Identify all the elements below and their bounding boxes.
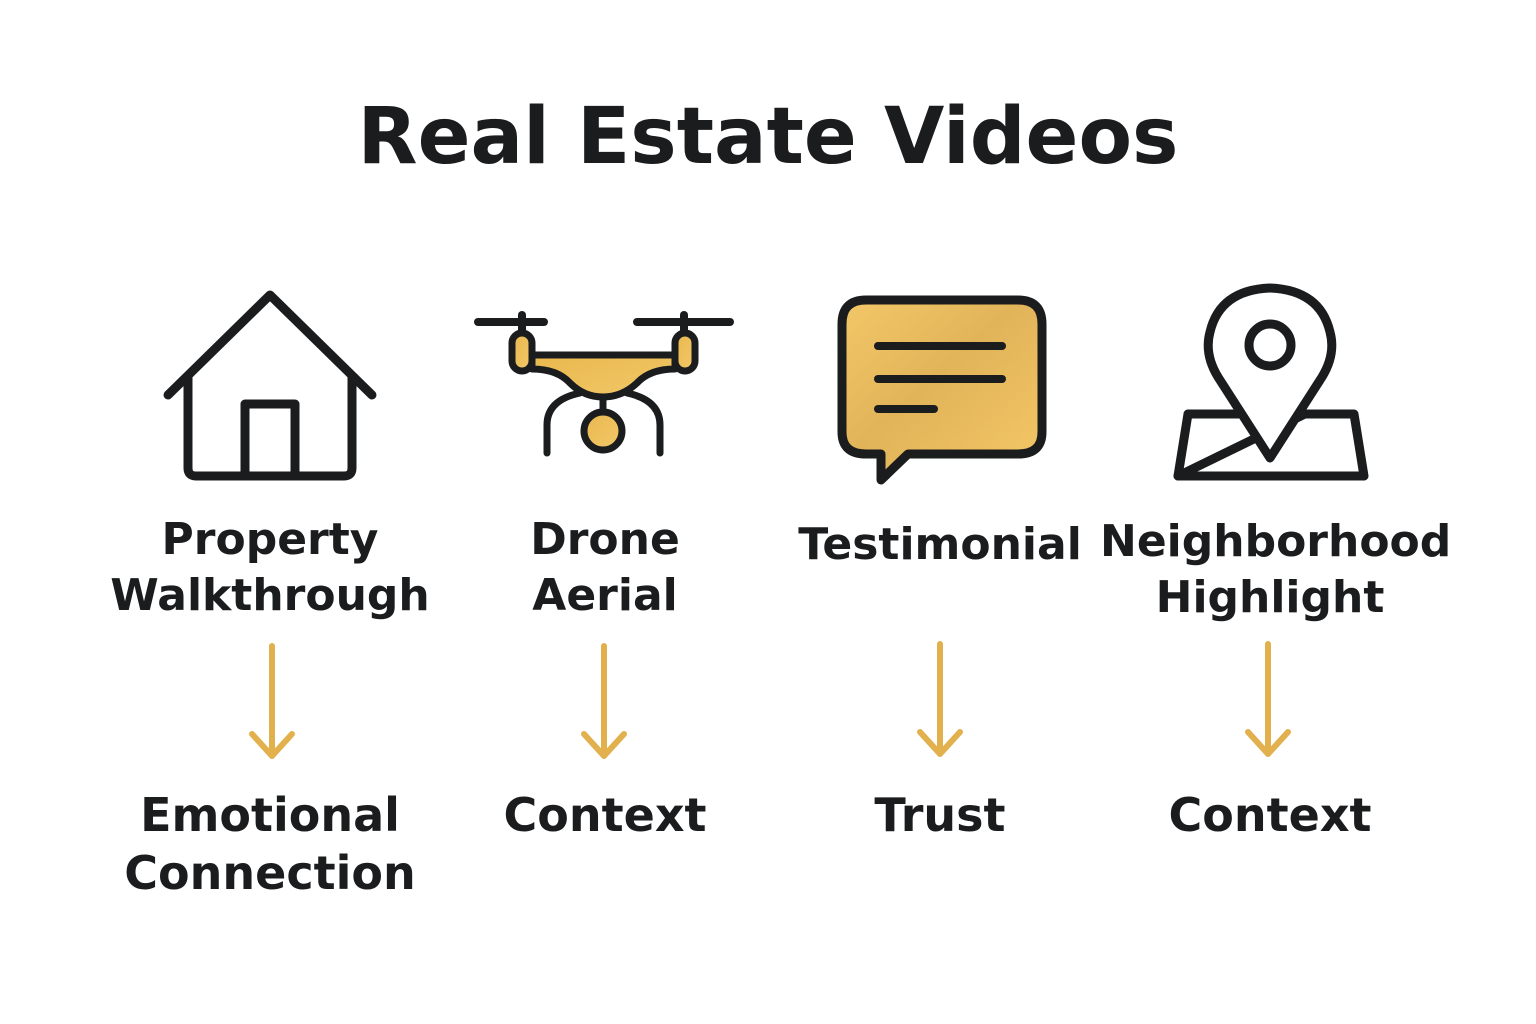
- page-title: Real Estate Videos: [357, 92, 1179, 182]
- label-property-walkthrough: Property Walkthrough: [110, 514, 430, 621]
- arrow-down-icon: [914, 640, 966, 760]
- arrow-down-icon: [578, 642, 630, 762]
- outcome-context-drone: Context: [503, 788, 707, 842]
- arrow-down-icon: [246, 642, 298, 762]
- outcome-trust: Trust: [874, 788, 1006, 842]
- arrow-down-icon: [1242, 640, 1294, 760]
- map-pin-icon: [1172, 282, 1372, 482]
- outcome-emotional-connection: Emotional Connection: [124, 788, 416, 900]
- speech-bubble-icon: [836, 294, 1048, 490]
- drone-icon: [472, 305, 737, 460]
- outcome-context-neighborhood: Context: [1168, 788, 1372, 842]
- label-neighborhood-highlight: Neighborhood Highlight: [1100, 516, 1452, 623]
- label-drone-aerial: Drone Aerial: [530, 514, 680, 621]
- label-testimonial: Testimonial: [798, 519, 1082, 570]
- house-icon: [160, 290, 380, 485]
